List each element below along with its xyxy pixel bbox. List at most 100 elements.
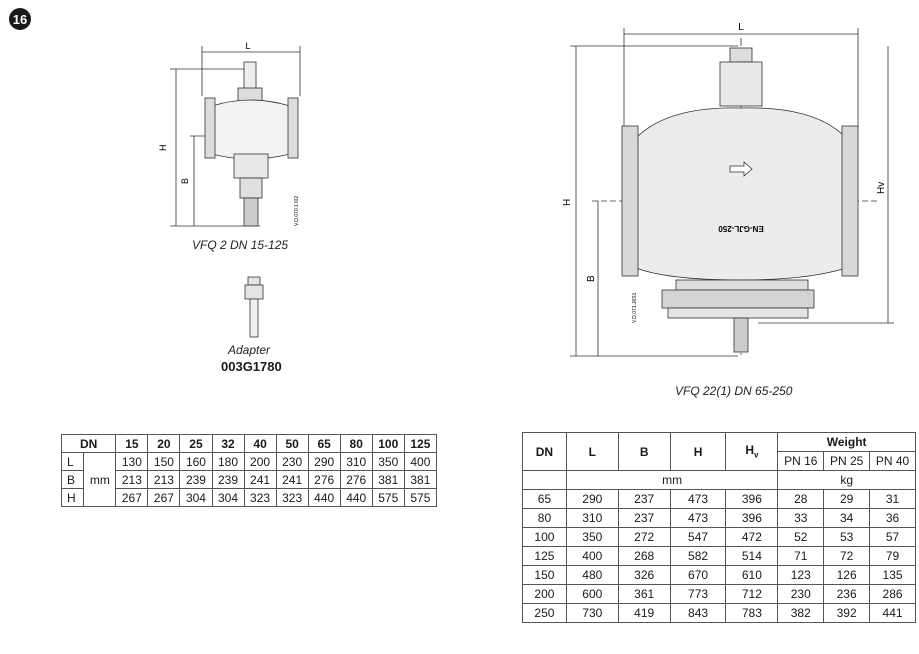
row-label: B	[60, 470, 85, 489]
table-cell: 473	[669, 508, 727, 528]
table-cell: 126	[823, 565, 871, 585]
table-cell: 290	[565, 489, 619, 509]
table-row: H 267 267 304 304 323 323 440 440 575 57…	[60, 488, 438, 507]
dn-cell: 32	[211, 434, 245, 453]
table-cell: 396	[725, 508, 779, 528]
unit-mm: mm	[565, 470, 779, 490]
table-cell: 213	[115, 470, 149, 489]
table-cell: 237	[617, 508, 671, 528]
table-cell: 268	[617, 546, 671, 566]
table-cell: 150	[522, 565, 567, 585]
dim-label-l: L	[738, 22, 744, 33]
table-cell: 52	[777, 527, 825, 547]
table-cell: 396	[725, 489, 779, 509]
hv-sub: v	[753, 450, 759, 460]
dn-cell: 65	[307, 434, 341, 453]
table-cell: 323	[243, 488, 277, 507]
vfq22-caption: VFQ 22(1) DN 65-250	[675, 384, 793, 398]
table-cell: 514	[725, 546, 779, 566]
table-cell: 361	[617, 584, 671, 604]
table-cell: 773	[669, 584, 727, 604]
row-label: L	[60, 452, 85, 471]
table-cell: 350	[565, 527, 619, 547]
table-cell: 79	[869, 546, 916, 566]
table-cell: 472	[725, 527, 779, 547]
table-header-row: DN 15 20 25 32 40 50 65 80 100 125	[60, 434, 438, 453]
table-cell: 419	[617, 603, 671, 623]
table-cell: 575	[403, 488, 438, 507]
pn-cell: PN 40	[869, 451, 916, 471]
table-cell: 286	[869, 584, 916, 604]
table-cell: 123	[777, 565, 825, 585]
table-cell: 712	[725, 584, 779, 604]
l-header: L	[565, 432, 619, 471]
table-cell: 239	[179, 470, 213, 489]
pn-header-row: PN 16 PN 25 PN 40	[523, 451, 916, 471]
table-cell: 125	[522, 546, 567, 566]
table-cell: 267	[115, 488, 149, 507]
dn-cell: 50	[275, 434, 309, 453]
table-cell: 610	[725, 565, 779, 585]
table-cell: 250	[522, 603, 567, 623]
table-cell: 31	[869, 489, 916, 509]
table-cell: 304	[179, 488, 213, 507]
dn-cell: 40	[243, 434, 277, 453]
table-cell: 230	[275, 452, 309, 471]
table-cell: 230	[777, 584, 825, 604]
table-row: B 213 213 239 239 241 241 276 276 381 38…	[60, 470, 438, 489]
dn-cell: 125	[403, 434, 438, 453]
table-cell: 213	[147, 470, 181, 489]
table-cell: 272	[617, 527, 671, 547]
vfq2-dimensions-table: DN 15 20 25 32 40 50 65 80 100 125 L mm …	[60, 434, 438, 507]
h-header: H	[669, 432, 727, 471]
table-cell: 135	[869, 565, 916, 585]
dim-label-b: B	[180, 178, 190, 184]
weight-header: Weight	[777, 432, 916, 452]
pn-cell: PN 25	[823, 451, 871, 471]
table-cell: 267	[147, 488, 181, 507]
table-cell: 65	[522, 489, 567, 509]
table-cell: 57	[869, 527, 916, 547]
body-marking: EN-GJL-250	[718, 224, 764, 233]
dim-label-b: B	[586, 275, 597, 282]
table-cell: 36	[869, 508, 916, 528]
dn-cell: 25	[179, 434, 213, 453]
adapter-drawing	[244, 276, 264, 338]
table-cell: 350	[371, 452, 405, 471]
table-cell: 473	[669, 489, 727, 509]
vfq2-drawing: L H B V.D.070.1 I02	[158, 41, 301, 227]
row-label: H	[60, 488, 85, 507]
table-cell: 381	[371, 470, 405, 489]
table-cell: 310	[565, 508, 619, 528]
hv-main: H	[745, 443, 754, 458]
table-cell: 71	[777, 546, 825, 566]
table-cell: 783	[725, 603, 779, 623]
section-badge: 16	[9, 8, 31, 30]
table-cell: 381	[403, 470, 438, 489]
dn-cell: 100	[371, 434, 405, 453]
table-cell: 28	[777, 489, 825, 509]
table-cell: 600	[565, 584, 619, 604]
vfq22-dimensions-table: DN L B H Hv Weight PN 16 PN 25 PN 40 mm …	[522, 432, 916, 623]
table-cell: 547	[669, 527, 727, 547]
table-cell: 241	[275, 470, 309, 489]
dim-label-l: L	[245, 41, 250, 51]
dn-cell: 20	[147, 434, 181, 453]
adapter-caption: Adapter	[228, 343, 271, 357]
unit-cell: mm	[83, 452, 117, 507]
table-cell: 441	[869, 603, 916, 623]
table-cell: 200	[243, 452, 277, 471]
table-cell: 400	[565, 546, 619, 566]
dn-header: DN	[60, 434, 117, 453]
dim-label-h: H	[158, 145, 168, 152]
table-cell: 843	[669, 603, 727, 623]
table-cell: 400	[403, 452, 438, 471]
vfq22-drawing: L H B Hv EN-GJL-250 V.D.071.J6S1	[562, 22, 894, 358]
table-cell: 730	[565, 603, 619, 623]
table-cell: 276	[307, 470, 341, 489]
table-cell: 392	[823, 603, 871, 623]
